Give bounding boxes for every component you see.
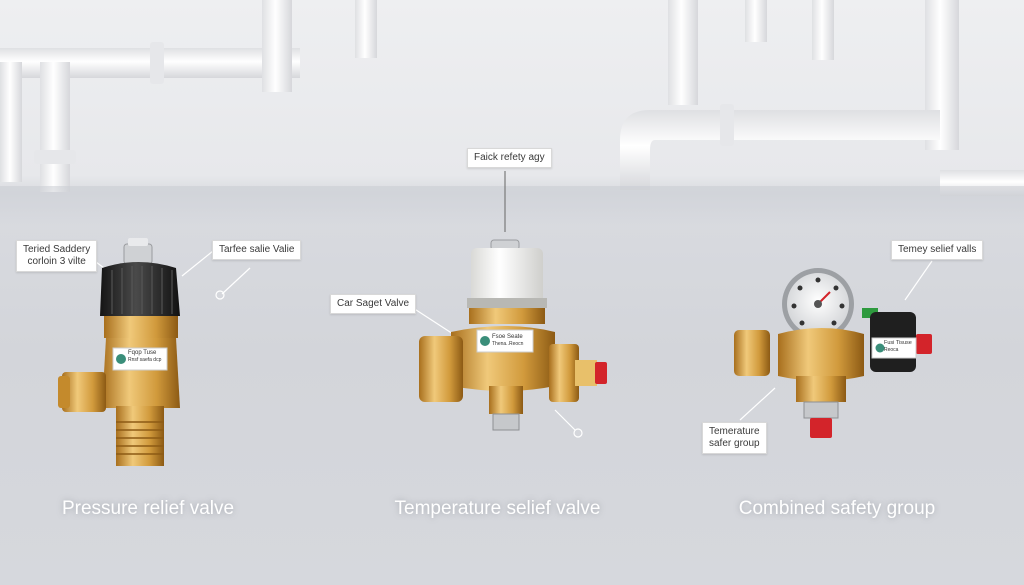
- pipe-segment: [745, 0, 767, 42]
- temperature-relief-valve-image: [419, 239, 607, 431]
- pipe-fitting: [150, 42, 164, 84]
- tag-text: Rnsf saefa dcp: [128, 357, 162, 363]
- tag-text: Reoca: [884, 347, 899, 353]
- callout-label: Faick refety agy: [467, 148, 552, 168]
- tag-text: Fqop Tuse: [128, 350, 157, 356]
- caption-temperature-relief-valve: Temperature selief valve: [394, 498, 601, 519]
- wall-shadow: [0, 186, 1024, 226]
- pipe-segment: [668, 0, 698, 105]
- callout-label: Teried Saddery corloin 3 vilte: [16, 240, 98, 272]
- combined-safety-group-image: [734, 268, 932, 438]
- pipe-elbow: [620, 110, 940, 190]
- tag-text: Fsoe Seate: [492, 334, 523, 340]
- caption-combined-safety-group: Combined safety group: [738, 498, 936, 519]
- callout-label: Car Saget Valve: [330, 294, 417, 314]
- pipe-segment: [812, 0, 834, 60]
- pipe-segment: [0, 62, 22, 182]
- tag-text: Fusi Tisuse: [884, 340, 912, 346]
- pipe-segment: [355, 0, 377, 58]
- pipe-fitting: [34, 150, 76, 164]
- pipe-segment: [40, 62, 70, 192]
- caption-pressure-relief-valve: Pressure relief valve: [61, 498, 235, 519]
- callout-label: Tarfee salie Valie: [212, 240, 302, 260]
- pipe-fitting: [720, 104, 734, 146]
- pipe-segment: [262, 0, 292, 92]
- callout-label: Temey selief valls: [891, 240, 984, 260]
- pressure-relief-valve-image: [58, 238, 180, 466]
- callout-label: Temerature safer group: [702, 422, 767, 454]
- tag-text: Thena..Reocn: [492, 341, 524, 347]
